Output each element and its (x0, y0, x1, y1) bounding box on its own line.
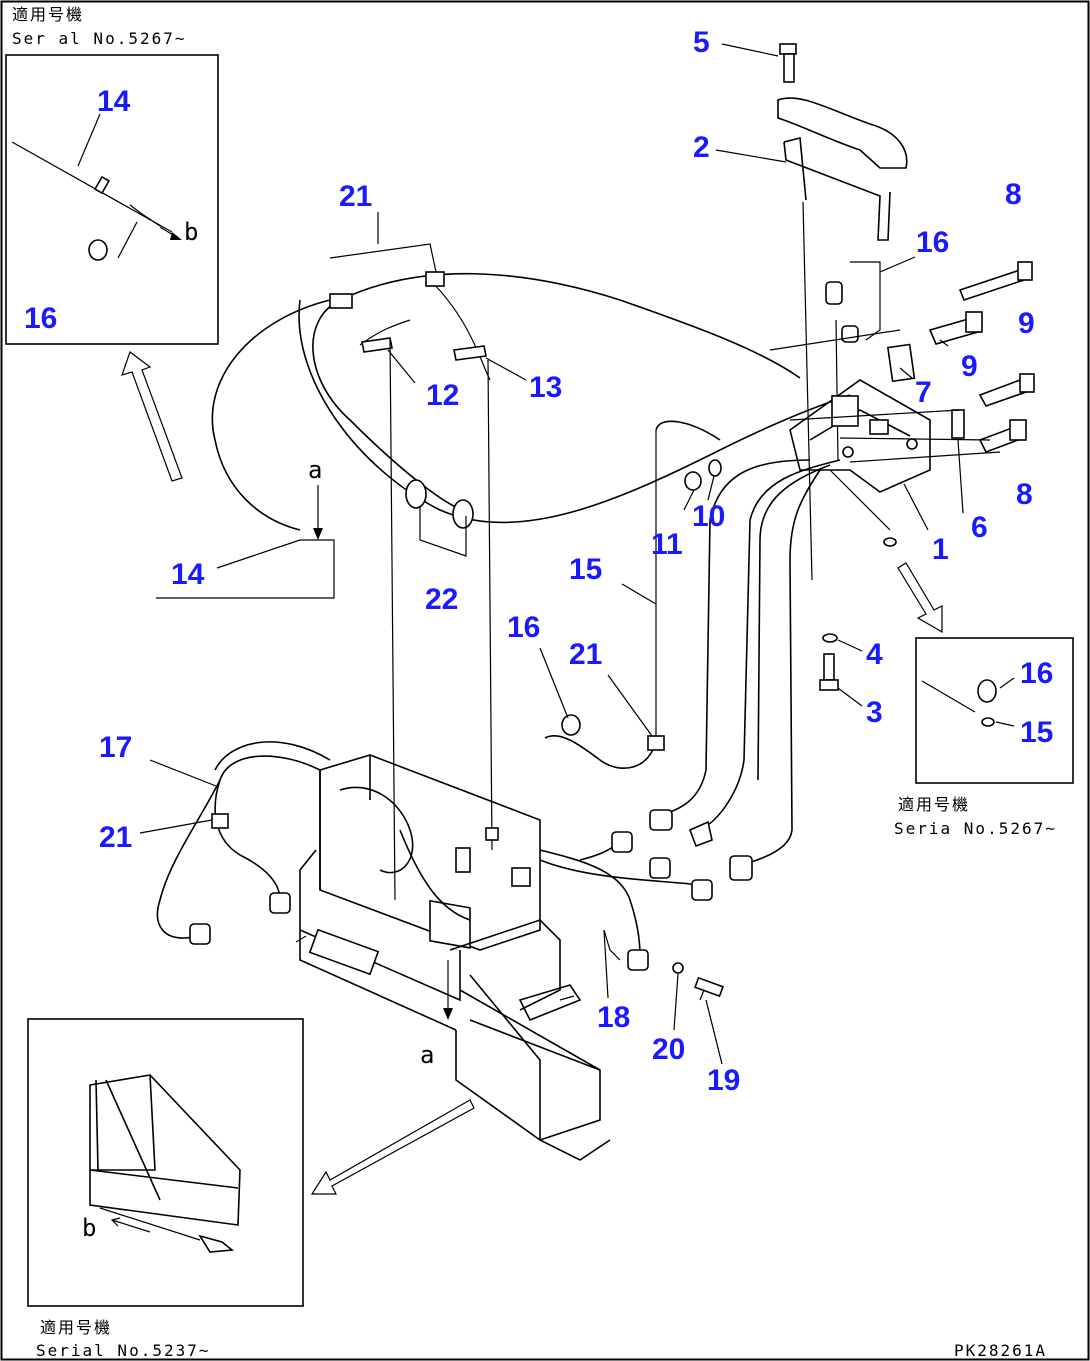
callout-5: 5 (693, 26, 710, 59)
nut-11 (684, 471, 702, 491)
inset-bottom-left (27, 1018, 304, 1307)
clamp-21-left (329, 293, 353, 309)
callouts: 5 2 8 16 21 9 9 7 12 13 8 6 1 10 11 15 1… (24, 26, 1053, 1097)
spacer-16-lower (841, 325, 859, 343)
callout-3: 3 (866, 696, 883, 729)
clamp-13 (453, 345, 487, 361)
callout-21-mid: 21 (569, 638, 602, 671)
callout-16-mid: 16 (507, 611, 540, 644)
callout-16-upper: 16 (916, 226, 949, 259)
clamp-12 (361, 337, 393, 353)
note-bottom-left-applicable: 適用号機 (40, 1318, 112, 1337)
bolt-19-washer-20 (672, 962, 724, 1001)
arrow-to-inset-top (121, 351, 183, 482)
spacer-16-upper (825, 281, 843, 305)
control-box (299, 754, 541, 1031)
connector-c (729, 855, 753, 881)
callout-22: 22 (425, 583, 458, 616)
view-letter-a-top: a (308, 456, 322, 484)
view-letter-b-inset-bottom: b (82, 1214, 96, 1242)
bolt-5 (779, 43, 797, 83)
callout-12: 12 (426, 379, 459, 412)
note-bottom-left-serial: Serial No.5237~ (36, 1341, 211, 1360)
clamp-21-mid (647, 735, 665, 751)
callout-11: 11 (651, 528, 683, 561)
connector-a (649, 809, 673, 831)
callout-8-lower: 8 (1016, 478, 1033, 511)
inset-top-left (5, 54, 219, 345)
callout-13: 13 (529, 371, 562, 404)
view-a-leader-box (156, 539, 335, 599)
callout-4: 4 (866, 638, 883, 671)
spacer-16-mid (561, 714, 581, 736)
lower-harness-routes (544, 420, 841, 866)
callout-6: 6 (971, 511, 988, 544)
callout-17: 17 (99, 731, 132, 764)
callout-15-main: 15 (569, 553, 602, 586)
note-right-serial: Seria No.5267~ (894, 819, 1057, 838)
callout-14-inset: 14 (97, 85, 131, 118)
inset-right (915, 637, 1074, 784)
view-letter-a-bottom: a (420, 1041, 434, 1069)
leader-lines (77, 43, 1015, 1065)
callout-7: 7 (915, 376, 932, 409)
bolts-right (886, 261, 1035, 454)
callout-21-top: 21 (339, 180, 372, 213)
callout-8-upper: 8 (1005, 178, 1022, 211)
callout-21-left: 21 (99, 821, 132, 854)
callout-9-right: 9 (1018, 307, 1035, 340)
arrow-to-inset-bottom (310, 1099, 475, 1195)
note-top-left-applicable: 適用号機 (12, 5, 84, 24)
callout-14-view: 14 (171, 558, 205, 591)
callout-1: 1 (932, 533, 949, 566)
switch-bracket-1 (789, 379, 931, 547)
note-top-left-serial: Ser al No.5267~ (12, 29, 187, 48)
cable-right-connectors (539, 831, 713, 971)
clamp-21-right (425, 271, 445, 287)
bolt-3 (819, 653, 839, 691)
washer-10 (708, 459, 722, 477)
clamp-22-a (405, 479, 427, 509)
callout-15-right-inset: 15 (1020, 716, 1053, 749)
cable-17 (156, 741, 331, 945)
callout-9-mid: 9 (961, 350, 978, 383)
callout-20: 20 (652, 1033, 685, 1066)
clamp-22-b (452, 499, 474, 529)
connector-b (688, 820, 713, 848)
callout-19: 19 (707, 1064, 740, 1097)
callout-2: 2 (693, 131, 710, 164)
callout-16-right-inset: 16 (1020, 657, 1053, 690)
callout-16-inset: 16 (24, 302, 57, 335)
cover-bracket (777, 97, 908, 241)
drawing-code: PK28261A (954, 1341, 1047, 1360)
upper-harness (211, 272, 851, 531)
callout-10: 10 (692, 500, 725, 533)
arrow-to-inset-right (897, 562, 943, 634)
washer-4 (822, 633, 838, 643)
view-letter-b-inset-top: b (184, 218, 198, 246)
callout-18: 18 (597, 1001, 630, 1034)
console-base (295, 919, 611, 1161)
note-right-applicable: 適用号機 (898, 795, 970, 814)
